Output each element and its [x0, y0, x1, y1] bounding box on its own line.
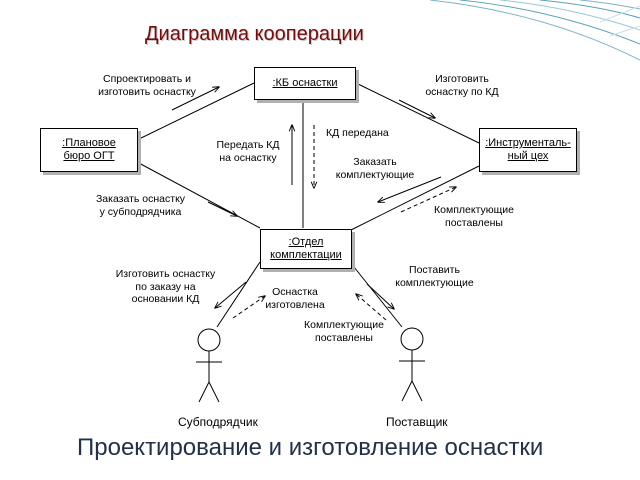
- message-m3: Передать КД на оснастку: [216, 139, 280, 164]
- message-m9: Оснастка изготовлена: [265, 286, 325, 311]
- object-tool-label: :Инструменталь- ный цех: [485, 137, 571, 162]
- message-m4: КД передана: [326, 127, 389, 139]
- link-otdel-sub: [216, 261, 261, 328]
- slide-footer-title: Проектирование и изготовление оснастки: [77, 434, 544, 461]
- arrow-m7: [207, 201, 237, 216]
- arrow-m5: [378, 176, 442, 202]
- actor-supplier-icon: [399, 327, 425, 402]
- arrow-m2: [398, 99, 435, 118]
- message-m2: Изготовить оснастку по КД: [425, 73, 499, 98]
- object-tool: :Инструменталь- ный цех: [479, 128, 577, 172]
- actor-supplier-label: Поставщик: [386, 415, 448, 429]
- object-kb: :КБ оснастки: [254, 67, 356, 100]
- link-tool-otdel: [350, 165, 480, 231]
- link-ogt-otdel: [136, 161, 261, 229]
- object-ogt: :Плановое бюро ОГТ: [40, 128, 138, 172]
- link-otdel-supplier: [349, 261, 403, 328]
- diagram-title: Диаграмма кооперации: [145, 23, 364, 45]
- object-otdel-label: :Отдел комплектации: [270, 236, 342, 261]
- link-kb-tool: [355, 82, 480, 144]
- link-ogt-kb: [136, 82, 255, 141]
- message-m6: Комплектующие поставлены: [434, 204, 514, 229]
- message-m1: Спроектировать и изготовить оснастку: [98, 73, 196, 98]
- object-ogt-label: :Плановое бюро ОГТ: [62, 137, 116, 162]
- object-otdel: :Отдел комплектации: [260, 229, 352, 269]
- message-m11: Комплектующие поставлены: [304, 319, 384, 344]
- arrow-m6: [400, 187, 456, 213]
- actor-subcontractor-label: Субподрядчик: [178, 415, 258, 429]
- actor-subcontractor-icon: [196, 328, 222, 403]
- corner-decoration: [429, 0, 640, 61]
- arrow-m8: [215, 281, 247, 308]
- message-m10: Поставить комплектующие: [395, 264, 474, 289]
- message-m8: Изготовить оснастку по заказу на основан…: [115, 268, 216, 305]
- message-m7: Заказать оснастку у субподрядчика: [95, 193, 186, 218]
- arrow-m10: [366, 283, 394, 309]
- message-m5: Заказать комплектующие: [335, 156, 415, 181]
- object-kb-label: :КБ оснастки: [272, 77, 338, 89]
- arrow-m1: [171, 87, 219, 111]
